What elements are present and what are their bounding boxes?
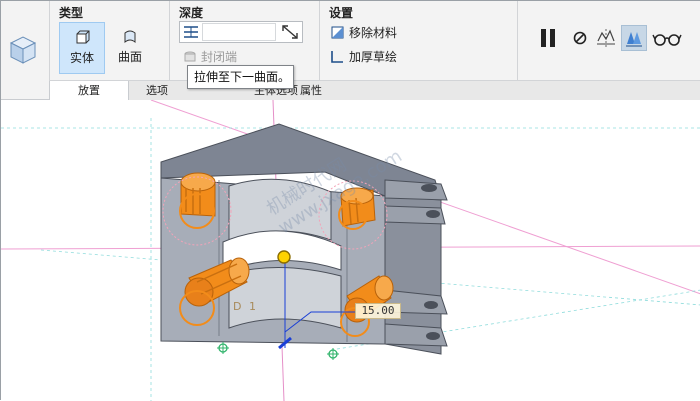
extrude-ribbon: 类型 实体 曲面 深度 — [1, 1, 700, 101]
sketch-circle[interactable] — [179, 290, 215, 326]
pause-icon — [541, 29, 555, 47]
tab-placement[interactable]: 放置 — [49, 81, 129, 101]
depth-value-input[interactable] — [202, 23, 276, 41]
settings-group-title: 设置 — [329, 6, 354, 20]
surface-icon — [124, 30, 136, 44]
tab-properties[interactable]: 属性 — [300, 84, 322, 97]
stop-button[interactable] — [567, 25, 593, 51]
separator — [319, 1, 320, 80]
datum-marker-icon — [217, 342, 229, 354]
separator — [517, 1, 518, 80]
drag-arrow-icon[interactable] — [278, 336, 292, 350]
sketch-circle[interactable] — [179, 193, 215, 229]
solid-label: 实体 — [69, 51, 94, 65]
thicken-sketch-option[interactable]: 加厚草绘 — [331, 49, 397, 65]
verify-button[interactable] — [621, 25, 647, 51]
glasses-icon — [652, 34, 682, 46]
closed-end-label: 封闭端 — [201, 50, 238, 64]
glasses-button[interactable] — [651, 25, 683, 51]
type-group-title: 类型 — [59, 6, 84, 20]
depth-group-title: 深度 — [179, 6, 204, 20]
thicken-sketch-icon — [331, 51, 343, 63]
bearing-housing-part[interactable] — [160, 123, 448, 355]
graphics-viewport[interactable]: 机械时代网 www.jxage.com D 1 15.00 — [1, 100, 700, 401]
reference-circle — [162, 176, 232, 246]
model-drawing — [1, 100, 700, 401]
preview-button[interactable] — [593, 25, 619, 51]
reference-circle — [318, 180, 388, 250]
pause-button[interactable] — [535, 25, 561, 51]
dimension-leader — [284, 311, 355, 333]
thicken-sketch-label: 加厚草绘 — [349, 50, 398, 64]
depth-control — [179, 21, 303, 43]
surface-label: 曲面 — [117, 50, 142, 64]
preview-icon — [597, 29, 615, 47]
feature-controls — [531, 21, 691, 53]
separator — [169, 1, 170, 80]
closed-end-icon — [184, 51, 196, 62]
ribbon-body: 类型 实体 曲面 深度 — [1, 1, 700, 80]
sketch-circle[interactable] — [338, 200, 368, 230]
stop-icon — [573, 31, 587, 45]
datum-marker-icon — [327, 348, 339, 360]
extrude-cube-icon[interactable] — [5, 31, 41, 67]
tab-options[interactable]: 选项 — [146, 84, 168, 97]
solid-button[interactable]: 实体 — [59, 22, 105, 74]
dimension-value-label[interactable]: 15.00 — [355, 303, 401, 319]
remove-material-icon — [331, 26, 344, 39]
depth-tooltip: 拉伸至下一曲面。 — [187, 65, 294, 89]
verify-icon — [626, 32, 642, 47]
remove-material-label: 移除材料 — [349, 26, 398, 40]
separator — [49, 1, 50, 80]
remove-material-option[interactable]: 移除材料 — [331, 25, 397, 41]
closed-end-option[interactable]: 封闭端 — [183, 50, 237, 64]
drag-handle[interactable] — [277, 250, 291, 264]
solid-icon — [76, 30, 90, 44]
ribbon-tabs: 放置 选项 主体选项 属性 — [49, 80, 700, 101]
dimension-name-label: D 1 — [233, 300, 258, 313]
depth-option-icon[interactable] — [182, 24, 200, 40]
surface-button[interactable]: 曲面 — [107, 22, 153, 74]
flip-direction-icon[interactable] — [280, 24, 300, 40]
